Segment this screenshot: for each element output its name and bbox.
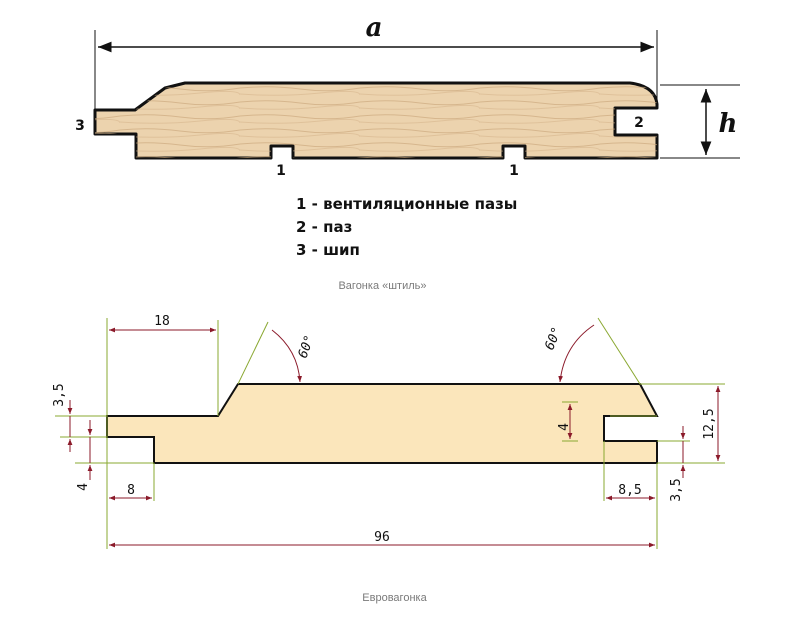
- caption-shtil: Вагонка «штиль»: [338, 280, 427, 292]
- marker-vent-2: 1: [509, 163, 519, 179]
- dim-left-top-offset: 3,5: [52, 383, 67, 406]
- shtil-profile: [93, 81, 659, 160]
- legend-item-groove: 2 - паз: [296, 218, 353, 236]
- dim-tongue-length: 18: [154, 314, 170, 329]
- dim-left-tongue-height: 4: [76, 483, 91, 491]
- dimension-lines: [67, 324, 721, 548]
- marker-groove: 2: [634, 115, 644, 131]
- dim-thickness: 12,5: [702, 408, 717, 439]
- dim-left-step: 8: [127, 483, 135, 498]
- dim-width-label: a: [366, 13, 383, 43]
- legend: 1 - вентиляционные пазы 2 - паз 3 - шип: [296, 193, 517, 262]
- dim-height-label: h: [719, 109, 738, 139]
- dim-angle-left: 60°: [296, 333, 318, 360]
- angle-construction-lines: [55, 317, 725, 549]
- legend-item-vent-grooves: 1 - вентиляционные пазы: [296, 195, 518, 213]
- dim-total-width: 96: [374, 530, 390, 545]
- eurovagonka-board-shape: [106, 383, 659, 464]
- caption-eurovagonka: Евровагонка: [362, 592, 427, 604]
- dim-right-step: 8,5: [618, 483, 641, 498]
- dim-right-bottom-offset: 3,5: [669, 478, 684, 501]
- marker-tongue: 3: [75, 118, 85, 134]
- dim-groove-height: 4: [557, 423, 572, 431]
- eurovagonka-profile: [106, 383, 659, 464]
- legend-item-tongue: 3 - шип: [296, 241, 360, 259]
- marker-vent-1: 1: [276, 163, 286, 179]
- dim-angle-right: 60°: [542, 325, 565, 352]
